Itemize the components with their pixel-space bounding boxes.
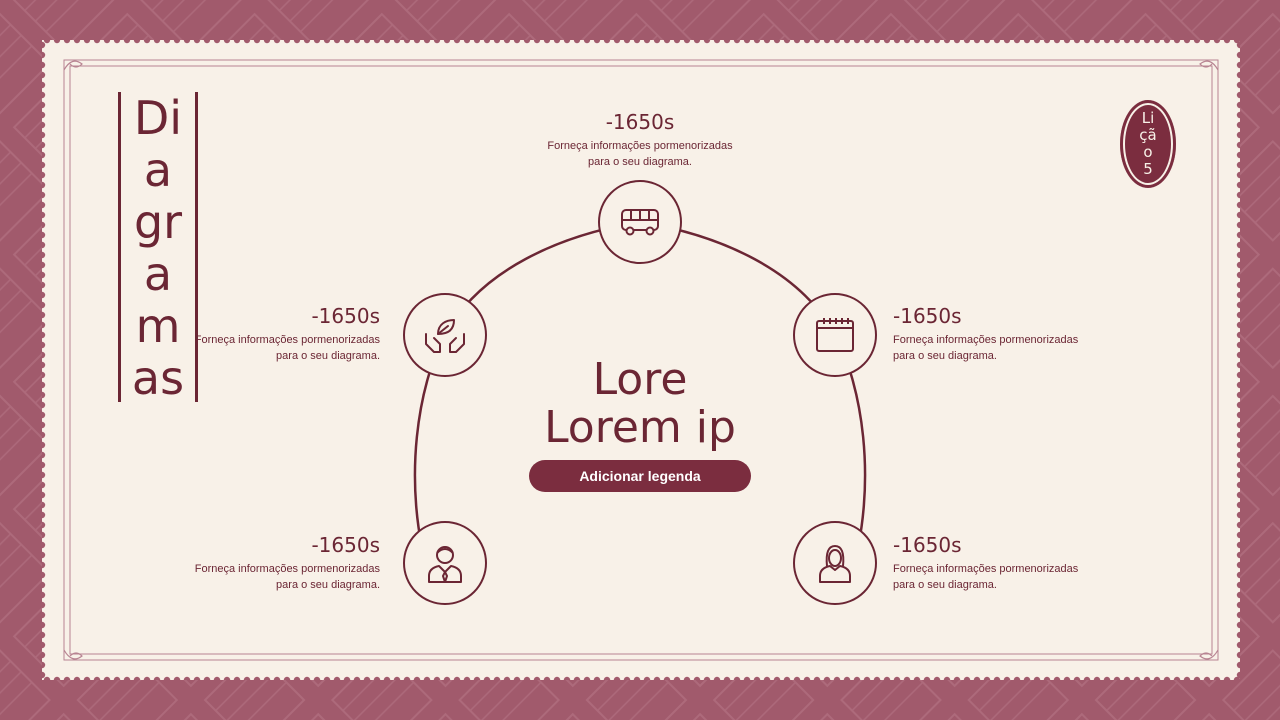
node-upper-right [793,293,877,377]
label-lower-right-desc: Forneça informações pormenorizadas para … [893,563,1079,591]
label-upper-left-desc: Forneça informações pormenorizadas para … [194,334,380,362]
node-lower-left [403,521,487,605]
label-upper-left: -1650s Forneça informações pormenorizada… [180,304,380,364]
title-text: Di a gr a m as [131,91,185,405]
label-upper-left-year: -1650s [311,304,380,328]
label-upper-right-desc: Forneça informações pormenorizadas para … [893,334,1079,362]
label-top-year: -1650s [605,110,675,134]
label-lower-left-year: -1650s [311,533,380,557]
node-top [598,180,682,264]
label-lower-left: -1650s Forneça informações pormenorizada… [180,533,380,593]
label-lower-right-year: -1650s [893,533,962,557]
vertical-title: Di a gr a m as [118,91,198,405]
lesson-badge-text: Li çã o 5 [1139,109,1157,178]
bus-icon [621,209,659,236]
lesson-badge: Li çã o 5 [1120,100,1176,188]
stamp-card [42,40,1240,680]
node-lower-right [793,521,877,605]
label-top-desc: Forneça informações pormenorizadas para … [547,140,733,168]
node-upper-left [403,293,487,377]
center-title: Lore Lorem ip [544,354,736,453]
label-top: -1650s Forneça informações pormenorizada… [540,110,740,170]
label-upper-right-year: -1650s [893,304,962,328]
businessman-icon [428,546,462,583]
label-lower-left-desc: Forneça informações pormenorizadas para … [194,563,380,591]
hands-leaf-icon [425,319,465,353]
add-caption-button[interactable]: Adicionar legenda [529,460,751,492]
calendar-icon [816,318,854,352]
stamp-frame [42,40,1240,680]
woman-icon [819,545,851,583]
label-upper-right: -1650s Forneça informações pormenorizada… [893,304,1093,364]
label-lower-right: -1650s Forneça informações pormenorizada… [893,533,1093,593]
